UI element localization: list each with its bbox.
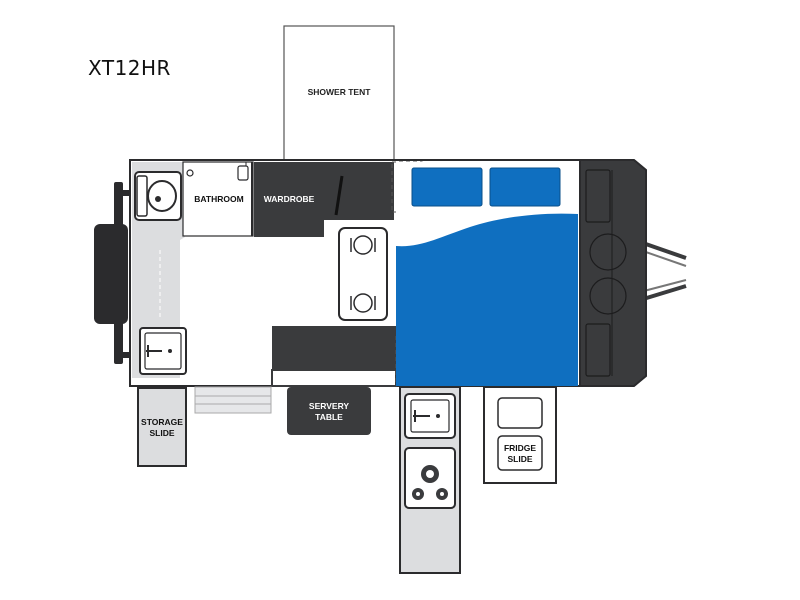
pillow-left [411,167,483,207]
shower-tent: SHOWER TENT [283,25,395,161]
wardrobe: WARDROBE [254,162,324,237]
bed [396,162,578,386]
storage-slide-label-2: SLIDE [149,428,174,438]
rear-bumper [94,182,132,364]
bathroom-label: BATHROOM [194,194,243,204]
pillow-right [489,167,561,207]
lower-seating [271,326,427,387]
servery-table: SERVERY TABLE [287,387,371,435]
servery-table-label-1: SERVERY [309,401,349,411]
model-title: XT12HR [88,56,171,80]
shower-tent-label: SHOWER TENT [308,87,372,97]
front-storage [579,159,647,387]
fridge-slide: FRIDGE SLIDE [483,386,557,484]
fridge-slide-label-2: SLIDE [507,454,532,464]
side-step [194,386,272,414]
toilet [134,171,182,221]
wardrobe-label: WARDROBE [264,194,315,204]
dinette-table [338,227,388,321]
fridge-slide-label-1: FRIDGE [504,443,536,453]
storage-slide: STORAGE SLIDE [137,387,187,467]
bathroom: BATHROOM [182,161,254,237]
tow-hitch [639,240,687,302]
spare-wheel [94,224,128,324]
storage-slide-label-1: STORAGE [141,417,183,427]
kitchen-slide [399,386,461,574]
servery-table-label-2: TABLE [315,412,343,422]
rear-sink [139,327,187,375]
